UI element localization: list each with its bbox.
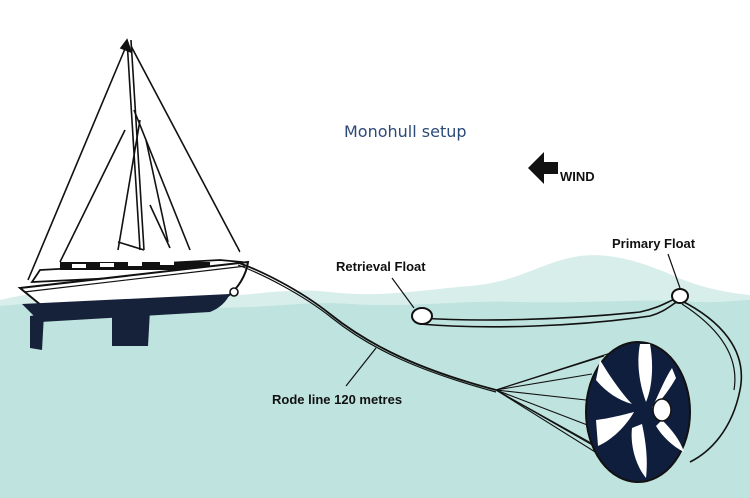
rode-line-leader bbox=[345, 347, 377, 387]
rode-line-label: Rode line 120 metres bbox=[272, 392, 402, 407]
wind-arrow-icon bbox=[528, 152, 558, 184]
retrieval-float-label: Retrieval Float bbox=[336, 259, 426, 274]
retrieval-float bbox=[411, 307, 433, 325]
retrieval-float-leader bbox=[391, 277, 415, 309]
rode-line bbox=[235, 261, 497, 391]
sailboat-icon bbox=[17, 38, 250, 350]
sea-anchor-icon bbox=[585, 341, 691, 483]
primary-float-label: Primary Float bbox=[612, 236, 696, 251]
float-icon bbox=[411, 288, 689, 325]
primary-float-leader bbox=[667, 253, 681, 289]
retrieval-line bbox=[419, 297, 679, 321]
wind-label: WIND bbox=[560, 169, 595, 184]
watermark: dehuanggroup.en.alibaba.com bbox=[214, 237, 511, 262]
page-title: Monohull setup bbox=[344, 122, 467, 141]
trip-line bbox=[679, 299, 743, 463]
primary-float bbox=[671, 288, 689, 304]
water-body bbox=[0, 300, 750, 498]
